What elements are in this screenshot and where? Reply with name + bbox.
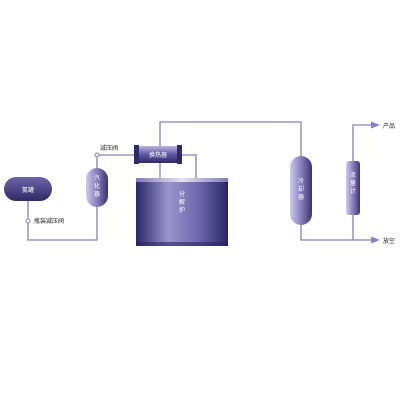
vaporizer: 汽化器 bbox=[86, 168, 108, 207]
vaporizer-label: 汽化器 bbox=[94, 174, 100, 198]
pipe-exchanger-to-cooler bbox=[159, 121, 302, 158]
cooler-label: 冷却器 bbox=[298, 177, 304, 201]
cracking-furnace-label: 分解炉 bbox=[179, 190, 185, 214]
bottle-valve-label: 瓶装减压阀 bbox=[34, 217, 64, 225]
ammonia-tank-label: 氨罐 bbox=[22, 186, 34, 194]
pipe-network bbox=[27, 121, 380, 244]
cooler: 冷却器 bbox=[290, 156, 312, 225]
heat-exchanger: 换热器 bbox=[134, 145, 182, 164]
flowmeter: 流量计 bbox=[346, 161, 360, 215]
pipe-furnace-to-exchanger bbox=[176, 154, 197, 178]
bottle-pressure-valve: 瓶装减压阀 bbox=[25, 217, 64, 225]
vent-arrow bbox=[371, 236, 380, 244]
product-arrow bbox=[371, 121, 380, 129]
pipe-cooler-to-outlets bbox=[300, 223, 372, 241]
pressure-reducing-valve: 减压阀 bbox=[94, 144, 118, 158]
reducing-valve-marker bbox=[94, 152, 100, 158]
pipe-flowmeter-to-product bbox=[352, 124, 372, 163]
ammonia-tank: 氨罐 bbox=[4, 177, 52, 201]
cracking-furnace: 分解炉 bbox=[136, 178, 228, 246]
reducing-valve-label: 减压阀 bbox=[100, 144, 118, 152]
flowmeter-label: 流量计 bbox=[350, 171, 356, 195]
heat-exchanger-label: 换热器 bbox=[149, 151, 167, 159]
pipe-vaporizer-to-exchanger bbox=[96, 154, 140, 170]
bottle-valve-marker bbox=[25, 218, 31, 224]
vent-output-label: 放空 bbox=[383, 237, 395, 245]
product-output-label: 产品 bbox=[383, 122, 395, 130]
